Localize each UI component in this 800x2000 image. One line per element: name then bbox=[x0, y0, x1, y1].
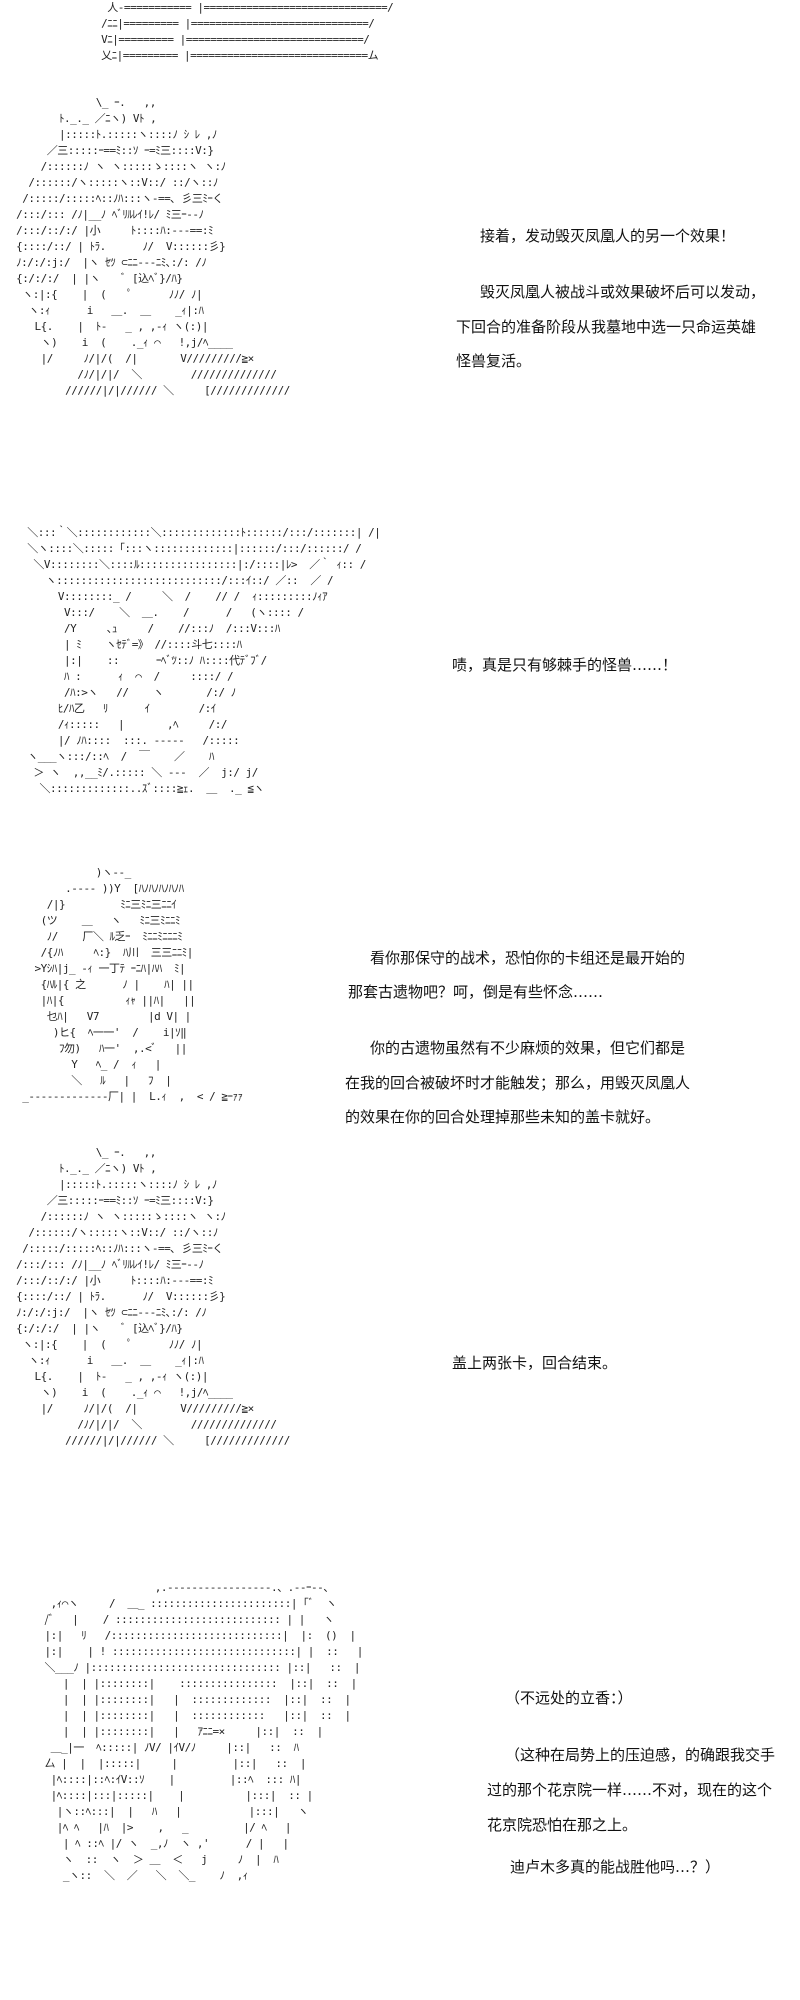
ascii-art-top-fragment: 人-=========== |=========================… bbox=[101, 1, 394, 62]
dialogue-line: 在我的回合被破坏时才能触发；那么，用毁灭凤凰人 bbox=[345, 1074, 691, 1092]
dialogue-line: 下回合的准备阶段从我墓地中选一只命运英雄 bbox=[456, 318, 757, 336]
dialogue-line: 怪兽复活。 bbox=[456, 352, 532, 370]
dialogue-line: 你的古遗物虽然有不少麻烦的效果，但它们都是 bbox=[370, 1039, 686, 1057]
dialogue-line: 接着，发动毁灭凤凰人的另一个效果！ bbox=[480, 227, 736, 245]
ascii-art-character-pose: \_ ｰ. ,, ﾄ._._ ／ﾆヽ) Vﾄ , |:::::ﾄ.:::::ヽ:… bbox=[16, 1146, 290, 1447]
dialogue-line: 花京院恐怕在那之上。 bbox=[487, 1816, 638, 1834]
dialogue-line: 那套古遗物吧？呵，倒是有些怀念…… bbox=[348, 983, 604, 1001]
ascii-art-character-pose: \_ ｰ. ,, ﾄ._._ ／ﾆヽ) Vﾄ , |:::::ﾄ.:::::ヽ:… bbox=[16, 96, 290, 397]
dialogue-line: 看你那保守的战术，恐怕你的卡组还是最开始的 bbox=[370, 949, 686, 967]
dialogue-line: 盖上两张卡，回合结束。 bbox=[452, 1354, 618, 1372]
dialogue-line: 迪卢木多真的能战胜他吗…？） bbox=[510, 1858, 721, 1876]
dialogue-line: 过的那个花京院一样……不对，现在的这个 bbox=[487, 1781, 773, 1799]
ascii-art-figure: ,.-----------------.、.--ｰ‐-、 ,ｨ⌒ヽ / ＿_ :… bbox=[44, 1581, 363, 1882]
dialogue-line: 的效果在你的回合处理掉那些未知的盖卡就好。 bbox=[345, 1108, 661, 1126]
ascii-art-character-face: )ヽ--_ .---- ))Y [ﾊﾉﾊﾉﾊﾉﾊﾉﾊ /|} ﾐﾆ三ﾐﾆ三ﾆﾆｲ… bbox=[22, 866, 243, 1103]
dialogue-line: （不远处的立香：） bbox=[505, 1689, 633, 1707]
ascii-art-monster: ＼:::｀＼::::::::::::＼:::::::::::::ﾄ::::::/… bbox=[27, 526, 381, 795]
dialogue-line: 啧，真是只有够棘手的怪兽……！ bbox=[452, 656, 678, 674]
dialogue-line: （这种在局势上的压迫感，的确跟我交手 bbox=[505, 1746, 776, 1764]
dialogue-line: 毁灭凤凰人被战斗或效果破坏后可以发动， bbox=[480, 283, 766, 301]
